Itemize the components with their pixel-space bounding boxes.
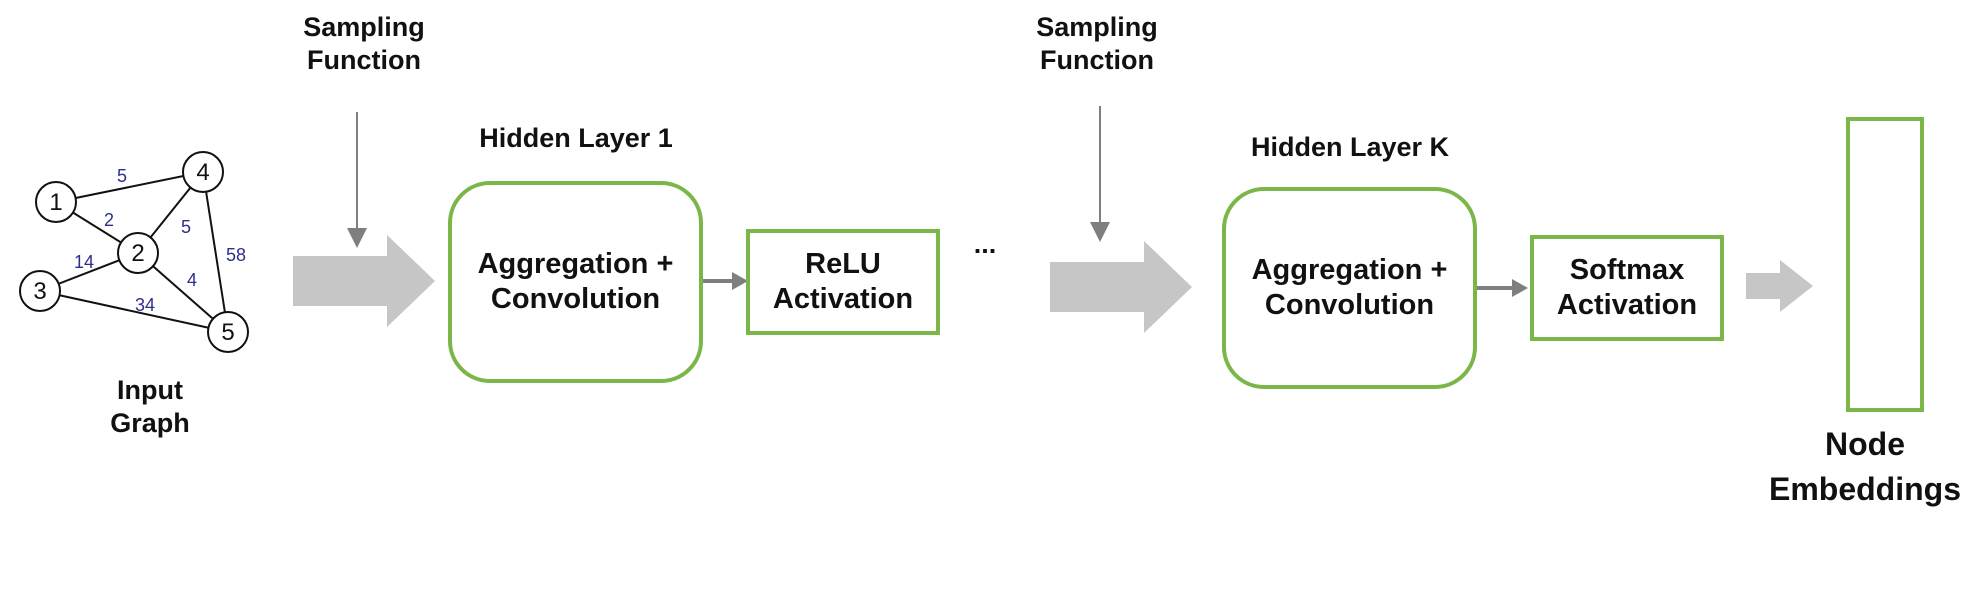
input-graph: 1 2 3 4 5 5 2 5 58 14 4 34 (19, 151, 249, 353)
edge-3-5 (39, 290, 229, 333)
sampling-function-label-1: Sampling Function (303, 12, 425, 75)
graph-node-2-label: 2 (131, 240, 144, 267)
graph-node-2 (117, 232, 159, 274)
graph-node-3 (19, 270, 61, 312)
hidden-layer-1-title: Hidden Layer 1 (479, 123, 673, 153)
edge-weight-2-5: 4 (187, 270, 197, 290)
aggregation-convolution-box-1: Aggregation + Convolution (448, 181, 703, 383)
edge-weight-1-4: 5 (117, 166, 127, 186)
aggregation-convolution-label-1: Aggregation + Convolution (477, 247, 674, 315)
aggregation-convolution-label-k: Aggregation + Convolution (1251, 253, 1448, 321)
edge-weight-1-2: 2 (104, 210, 114, 230)
arrow-aggk-to-softmax-head (1512, 279, 1528, 297)
aggregation-convolution-box-k: Aggregation + Convolution (1222, 187, 1477, 389)
softmax-activation-label: Softmax Activation (1556, 253, 1698, 321)
block-arrow-3 (1746, 260, 1813, 312)
relu-activation-label: ReLU Activation (772, 247, 914, 315)
node-embeddings-box (1846, 117, 1924, 412)
edge-4-5 (202, 171, 229, 333)
edge-weight-3-5: 34 (135, 295, 155, 315)
input-graph-label: Input Graph (110, 375, 190, 438)
block-arrow-1 (293, 235, 435, 327)
ellipsis: ... (973, 229, 997, 259)
node-embeddings-label: Node Embeddings (1768, 426, 1961, 507)
edge-weight-3-2: 14 (74, 252, 94, 272)
sampling-function-label-2: Sampling Function (1036, 12, 1158, 75)
edge-1-4 (55, 171, 204, 203)
edge-weight-2-4: 5 (181, 217, 191, 237)
graph-node-4 (182, 151, 224, 193)
graph-node-1 (35, 181, 77, 223)
graph-node-1-label: 1 (49, 189, 62, 216)
arrow-agg1-to-relu-head (732, 272, 748, 290)
block-arrow-2 (1050, 241, 1192, 333)
relu-activation-box: ReLU Activation (746, 229, 940, 335)
graph-node-4-label: 4 (196, 159, 209, 186)
edge-weight-4-5: 58 (226, 245, 246, 265)
hidden-layer-k-title: Hidden Layer K (1250, 132, 1450, 162)
graph-node-5-label: 5 (221, 319, 234, 346)
graph-node-3-label: 3 (33, 278, 46, 305)
graph-node-5 (207, 311, 249, 353)
softmax-activation-box: Softmax Activation (1530, 235, 1724, 341)
